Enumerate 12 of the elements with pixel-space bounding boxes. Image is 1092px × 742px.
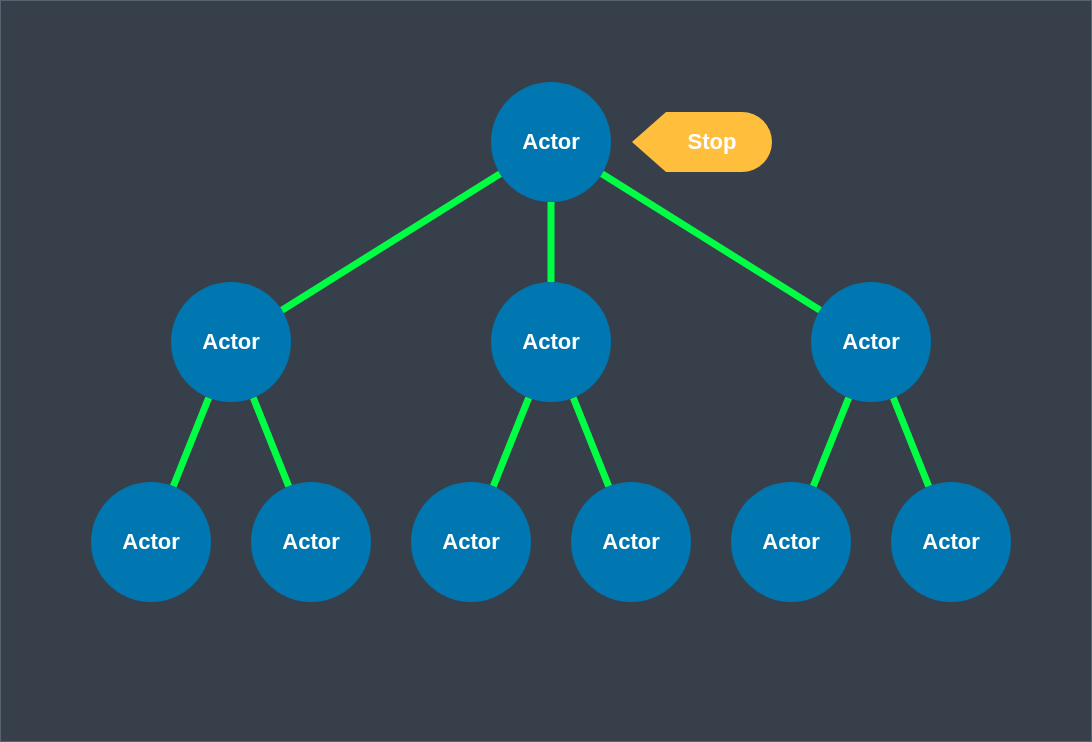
node-label: Actor xyxy=(522,329,580,355)
node-label: Actor xyxy=(762,529,820,555)
stop-tag xyxy=(632,112,772,172)
node-label: Actor xyxy=(522,129,580,155)
node-label: Actor xyxy=(842,329,900,355)
node-label: Actor xyxy=(442,529,500,555)
node-label: Actor xyxy=(922,529,980,555)
node-label: Actor xyxy=(122,529,180,555)
node-label: Stop xyxy=(687,129,737,155)
node-label: Actor xyxy=(602,529,660,555)
node-label: Actor xyxy=(282,529,340,555)
node-label: Actor xyxy=(202,329,260,355)
